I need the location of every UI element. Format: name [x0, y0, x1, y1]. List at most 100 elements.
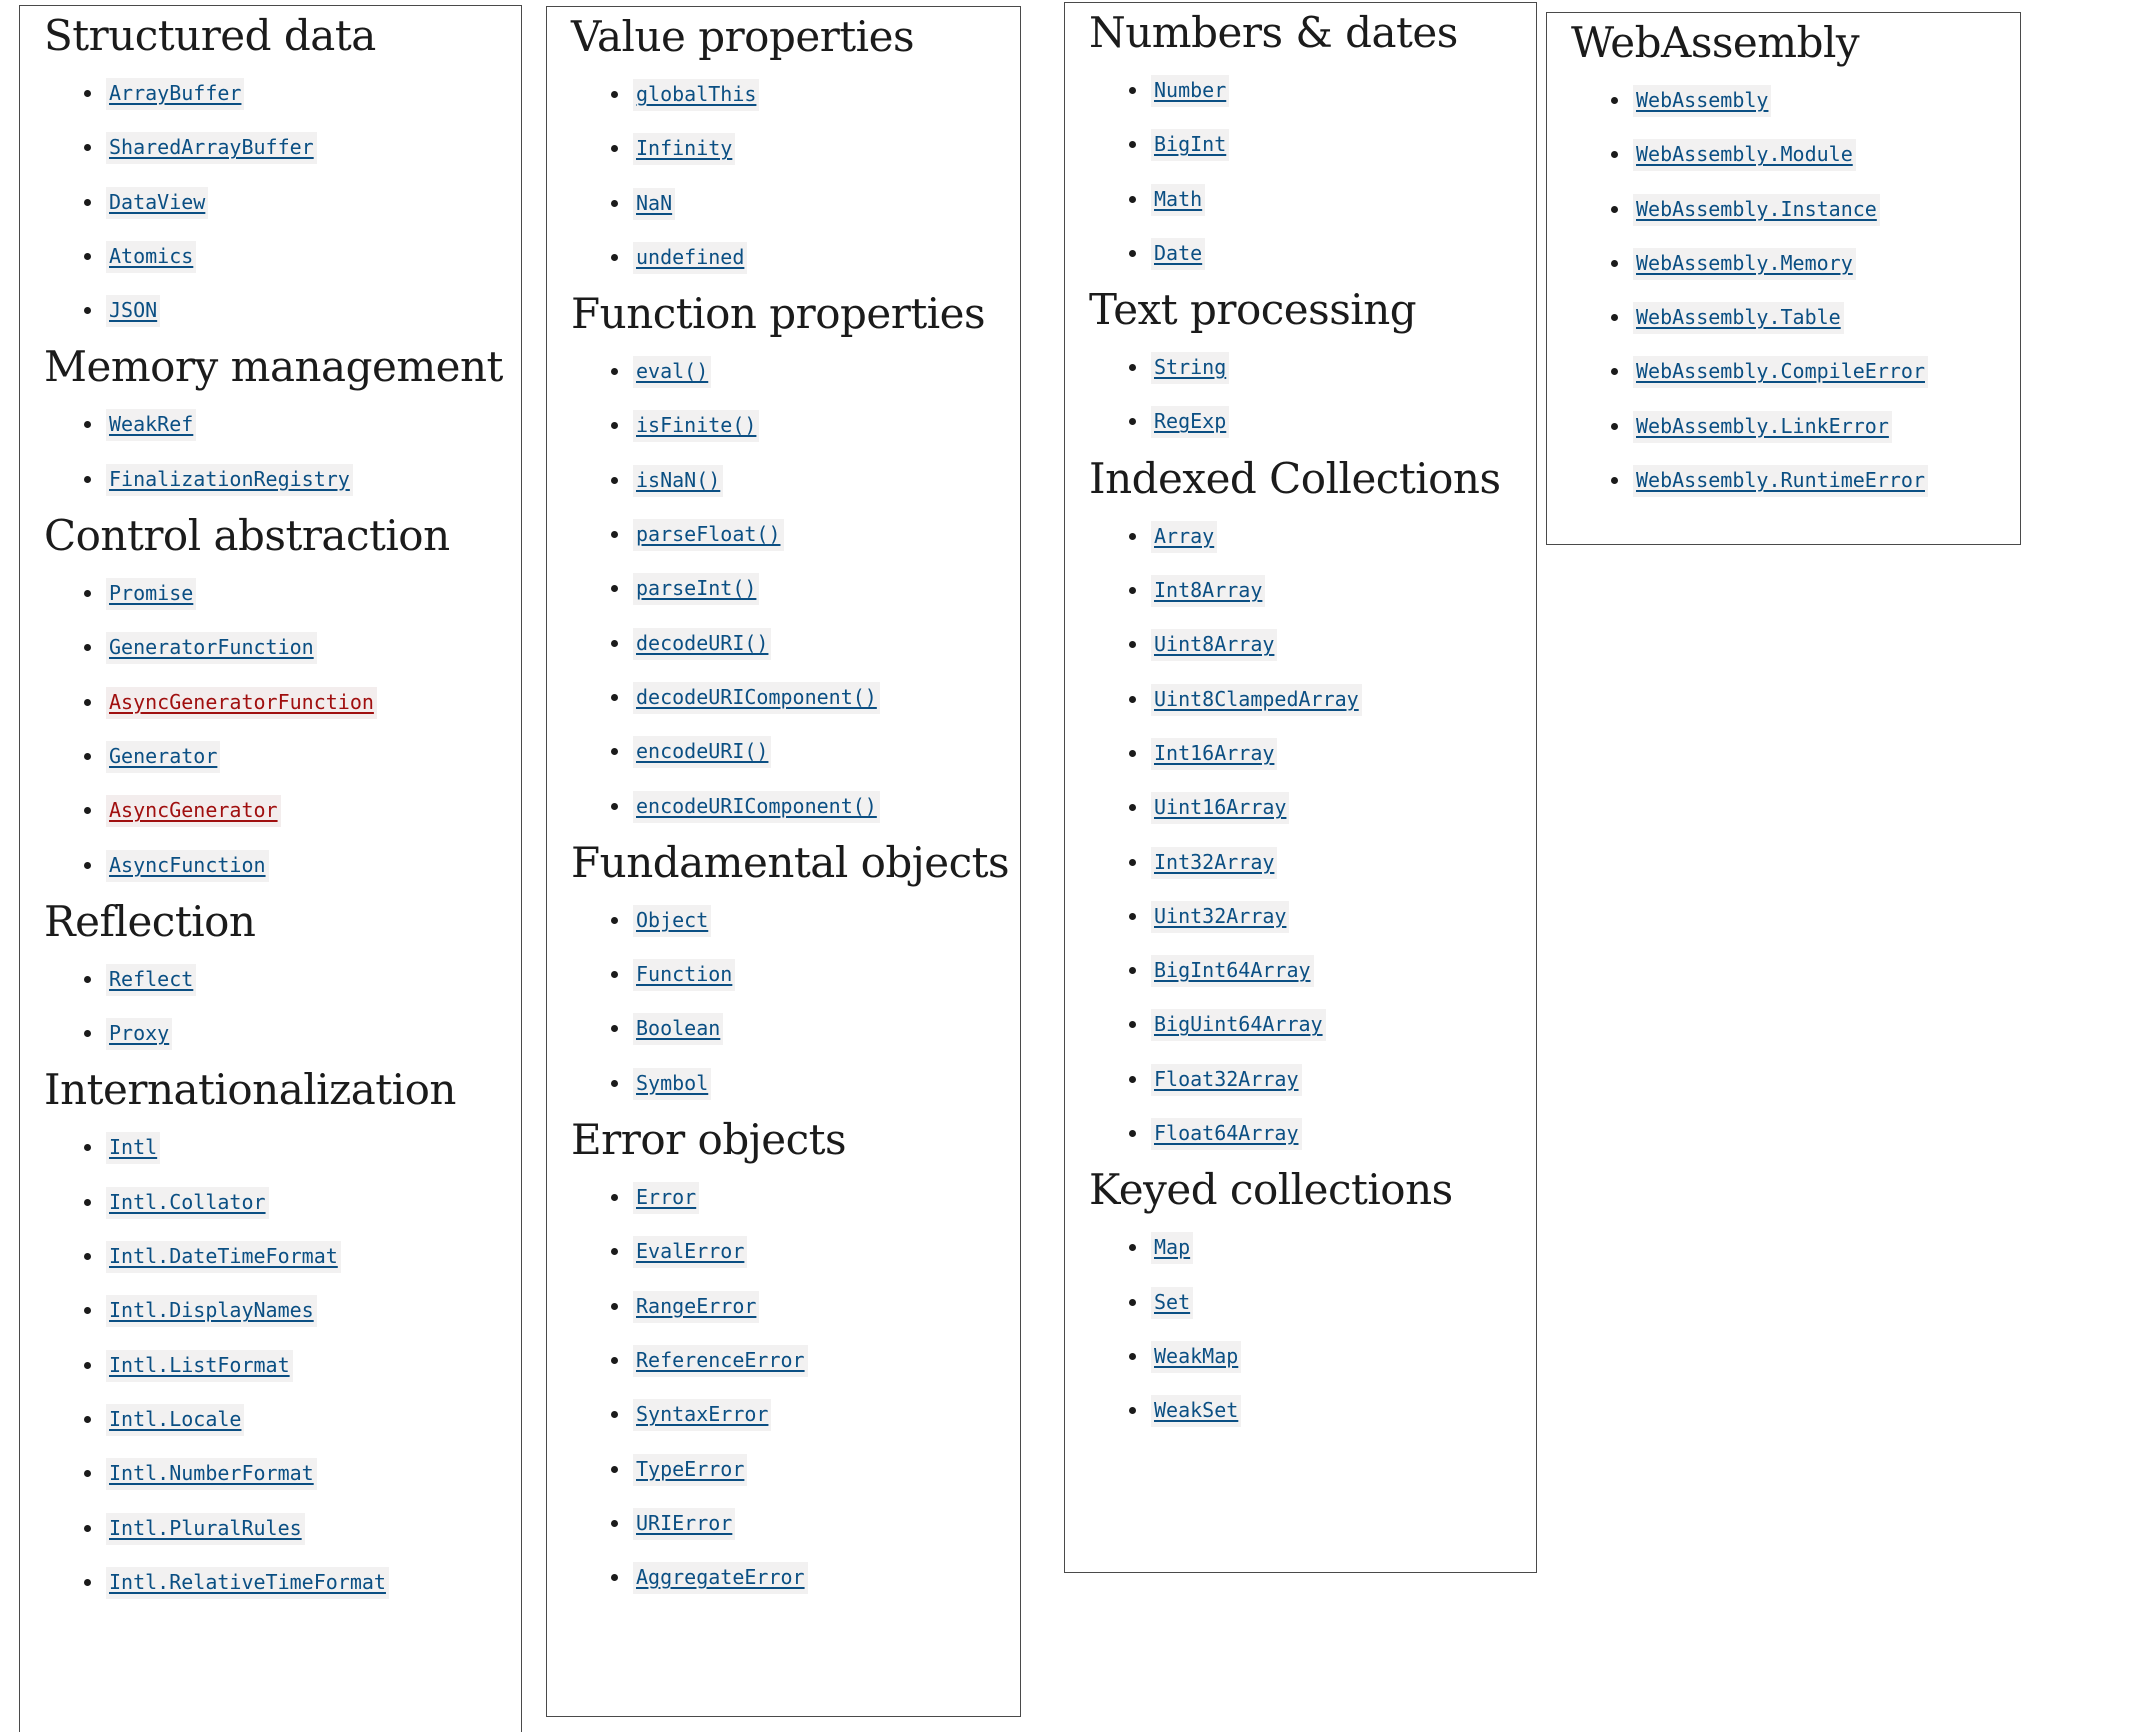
link-atomics[interactable]: Atomics [106, 240, 197, 273]
link-uint8clampedarray[interactable]: Uint8ClampedArray [1151, 683, 1362, 716]
link-error[interactable]: Error [633, 1182, 700, 1215]
link-encodeuricomponent[interactable]: encodeURIComponent() [633, 790, 880, 823]
bullet-icon [611, 1302, 618, 1310]
link-intl-listformat[interactable]: Intl.ListFormat [106, 1349, 293, 1382]
link-bigint64array[interactable]: BigInt64Array [1151, 955, 1314, 988]
link-number[interactable]: Number [1151, 75, 1230, 107]
link-intl-locale[interactable]: Intl.Locale [106, 1403, 245, 1436]
link-referenceerror[interactable]: ReferenceError [633, 1344, 808, 1377]
link-int16array[interactable]: Int16Array [1151, 737, 1278, 770]
link-int8array[interactable]: Int8Array [1151, 575, 1266, 608]
link-webassembly[interactable]: WebAssembly [1633, 85, 1772, 117]
link-intl-pluralrules[interactable]: Intl.PluralRules [106, 1512, 305, 1545]
link-float32array[interactable]: Float32Array [1151, 1063, 1302, 1096]
list-item: DataView [44, 175, 521, 229]
link-generator[interactable]: Generator [106, 740, 221, 773]
link-symbol[interactable]: Symbol [633, 1067, 712, 1100]
link-intl-relativetimeformat[interactable]: Intl.RelativeTimeFormat [106, 1566, 389, 1599]
link-infinity[interactable]: Infinity [633, 133, 736, 166]
link-syntaxerror[interactable]: SyntaxError [633, 1399, 772, 1432]
link-asyncfunction[interactable]: AsyncFunction [106, 849, 269, 882]
link-asyncgeneratorfunction[interactable]: AsyncGeneratorFunction [106, 686, 377, 719]
link-webassembly-instance[interactable]: WebAssembly.Instance [1633, 193, 1880, 226]
list-item: String [1089, 340, 1536, 394]
link-json[interactable]: JSON [106, 295, 161, 328]
link-decodeuri[interactable]: decodeURI() [633, 627, 772, 660]
list-item: Int32Array [1089, 835, 1536, 889]
link-regexp[interactable]: RegExp [1151, 406, 1230, 439]
link-webassembly-compileerror[interactable]: WebAssembly.CompileError [1633, 356, 1928, 389]
link-biguint64array[interactable]: BigUint64Array [1151, 1009, 1326, 1042]
link-webassembly-linkerror[interactable]: WebAssembly.LinkError [1633, 410, 1892, 443]
link-reflect[interactable]: Reflect [106, 963, 197, 996]
bullet-icon [1129, 804, 1136, 812]
link-undefined[interactable]: undefined [633, 241, 748, 274]
link-decodeuricomponent[interactable]: decodeURIComponent() [633, 681, 880, 714]
link-weakset[interactable]: WeakSet [1151, 1395, 1242, 1428]
link-webassembly-table[interactable]: WebAssembly.Table [1633, 302, 1844, 335]
bullet-icon [84, 1307, 91, 1315]
link-promise[interactable]: Promise [106, 578, 197, 611]
bullet-icon [84, 1144, 91, 1152]
list-item: Generator [44, 729, 521, 783]
list-item: WeakRef [44, 397, 521, 451]
link-uint16array[interactable]: Uint16Array [1151, 792, 1290, 825]
link-urierror[interactable]: URIError [633, 1507, 736, 1540]
list-item: Intl.ListFormat [44, 1338, 521, 1392]
link-intl[interactable]: Intl [106, 1132, 161, 1165]
bullet-icon [1129, 912, 1136, 920]
link-array[interactable]: Array [1151, 520, 1218, 553]
link-evalerror[interactable]: EvalError [633, 1236, 748, 1269]
link-uint8array[interactable]: Uint8Array [1151, 629, 1278, 662]
link-finalizationregistry[interactable]: FinalizationRegistry [106, 463, 353, 496]
link-date[interactable]: Date [1151, 237, 1206, 270]
link-asyncgenerator[interactable]: AsyncGenerator [106, 795, 281, 828]
list-item: undefined [571, 230, 1020, 284]
link-globalthis[interactable]: globalThis [633, 79, 760, 111]
link-aggregateerror[interactable]: AggregateError [633, 1562, 808, 1595]
link-typeerror[interactable]: TypeError [633, 1453, 748, 1486]
list-item: isFinite() [571, 398, 1020, 452]
link-weakmap[interactable]: WeakMap [1151, 1340, 1242, 1373]
link-encodeuri[interactable]: encodeURI() [633, 736, 772, 769]
link-parseint[interactable]: parseInt() [633, 573, 760, 606]
link-eval[interactable]: eval() [633, 356, 712, 389]
link-dataview[interactable]: DataView [106, 186, 209, 219]
link-weakref[interactable]: WeakRef [106, 409, 197, 442]
link-intl-numberformat[interactable]: Intl.NumberFormat [106, 1458, 317, 1491]
link-int32array[interactable]: Int32Array [1151, 846, 1278, 879]
link-rangeerror[interactable]: RangeError [633, 1290, 760, 1323]
link-nan[interactable]: NaN [633, 187, 676, 220]
link-webassembly-runtimeerror[interactable]: WebAssembly.RuntimeError [1633, 465, 1928, 498]
link-float64array[interactable]: Float64Array [1151, 1118, 1302, 1151]
bullet-icon [611, 1519, 618, 1527]
link-boolean[interactable]: Boolean [633, 1013, 724, 1046]
link-isnan[interactable]: isNaN() [633, 464, 724, 497]
link-webassembly-memory[interactable]: WebAssembly.Memory [1633, 247, 1856, 280]
link-intl-collator[interactable]: Intl.Collator [106, 1186, 269, 1219]
link-set[interactable]: Set [1151, 1286, 1194, 1319]
link-bigint[interactable]: BigInt [1151, 129, 1230, 162]
list-item: AsyncGeneratorFunction [44, 675, 521, 729]
link-generatorfunction[interactable]: GeneratorFunction [106, 632, 317, 665]
link-webassembly-module[interactable]: WebAssembly.Module [1633, 139, 1856, 172]
list-item: Map [1089, 1220, 1536, 1274]
link-sharedarraybuffer[interactable]: SharedArrayBuffer [106, 132, 317, 165]
link-string[interactable]: String [1151, 352, 1230, 385]
link-proxy[interactable]: Proxy [106, 1018, 173, 1051]
link-intl-datetimeformat[interactable]: Intl.DateTimeFormat [106, 1241, 341, 1274]
link-parsefloat[interactable]: parseFloat() [633, 519, 784, 552]
link-intl-displaynames[interactable]: Intl.DisplayNames [106, 1295, 317, 1328]
list-item: parseInt() [571, 561, 1020, 615]
link-uint32array[interactable]: Uint32Array [1151, 900, 1290, 933]
link-object[interactable]: Object [633, 904, 712, 937]
link-arraybuffer[interactable]: ArrayBuffer [106, 78, 245, 110]
link-function[interactable]: Function [633, 959, 736, 992]
link-math[interactable]: Math [1151, 183, 1206, 216]
link-map[interactable]: Map [1151, 1232, 1194, 1265]
list-item: WebAssembly.Instance [1571, 182, 2020, 236]
link-isfinite[interactable]: isFinite() [633, 410, 760, 443]
